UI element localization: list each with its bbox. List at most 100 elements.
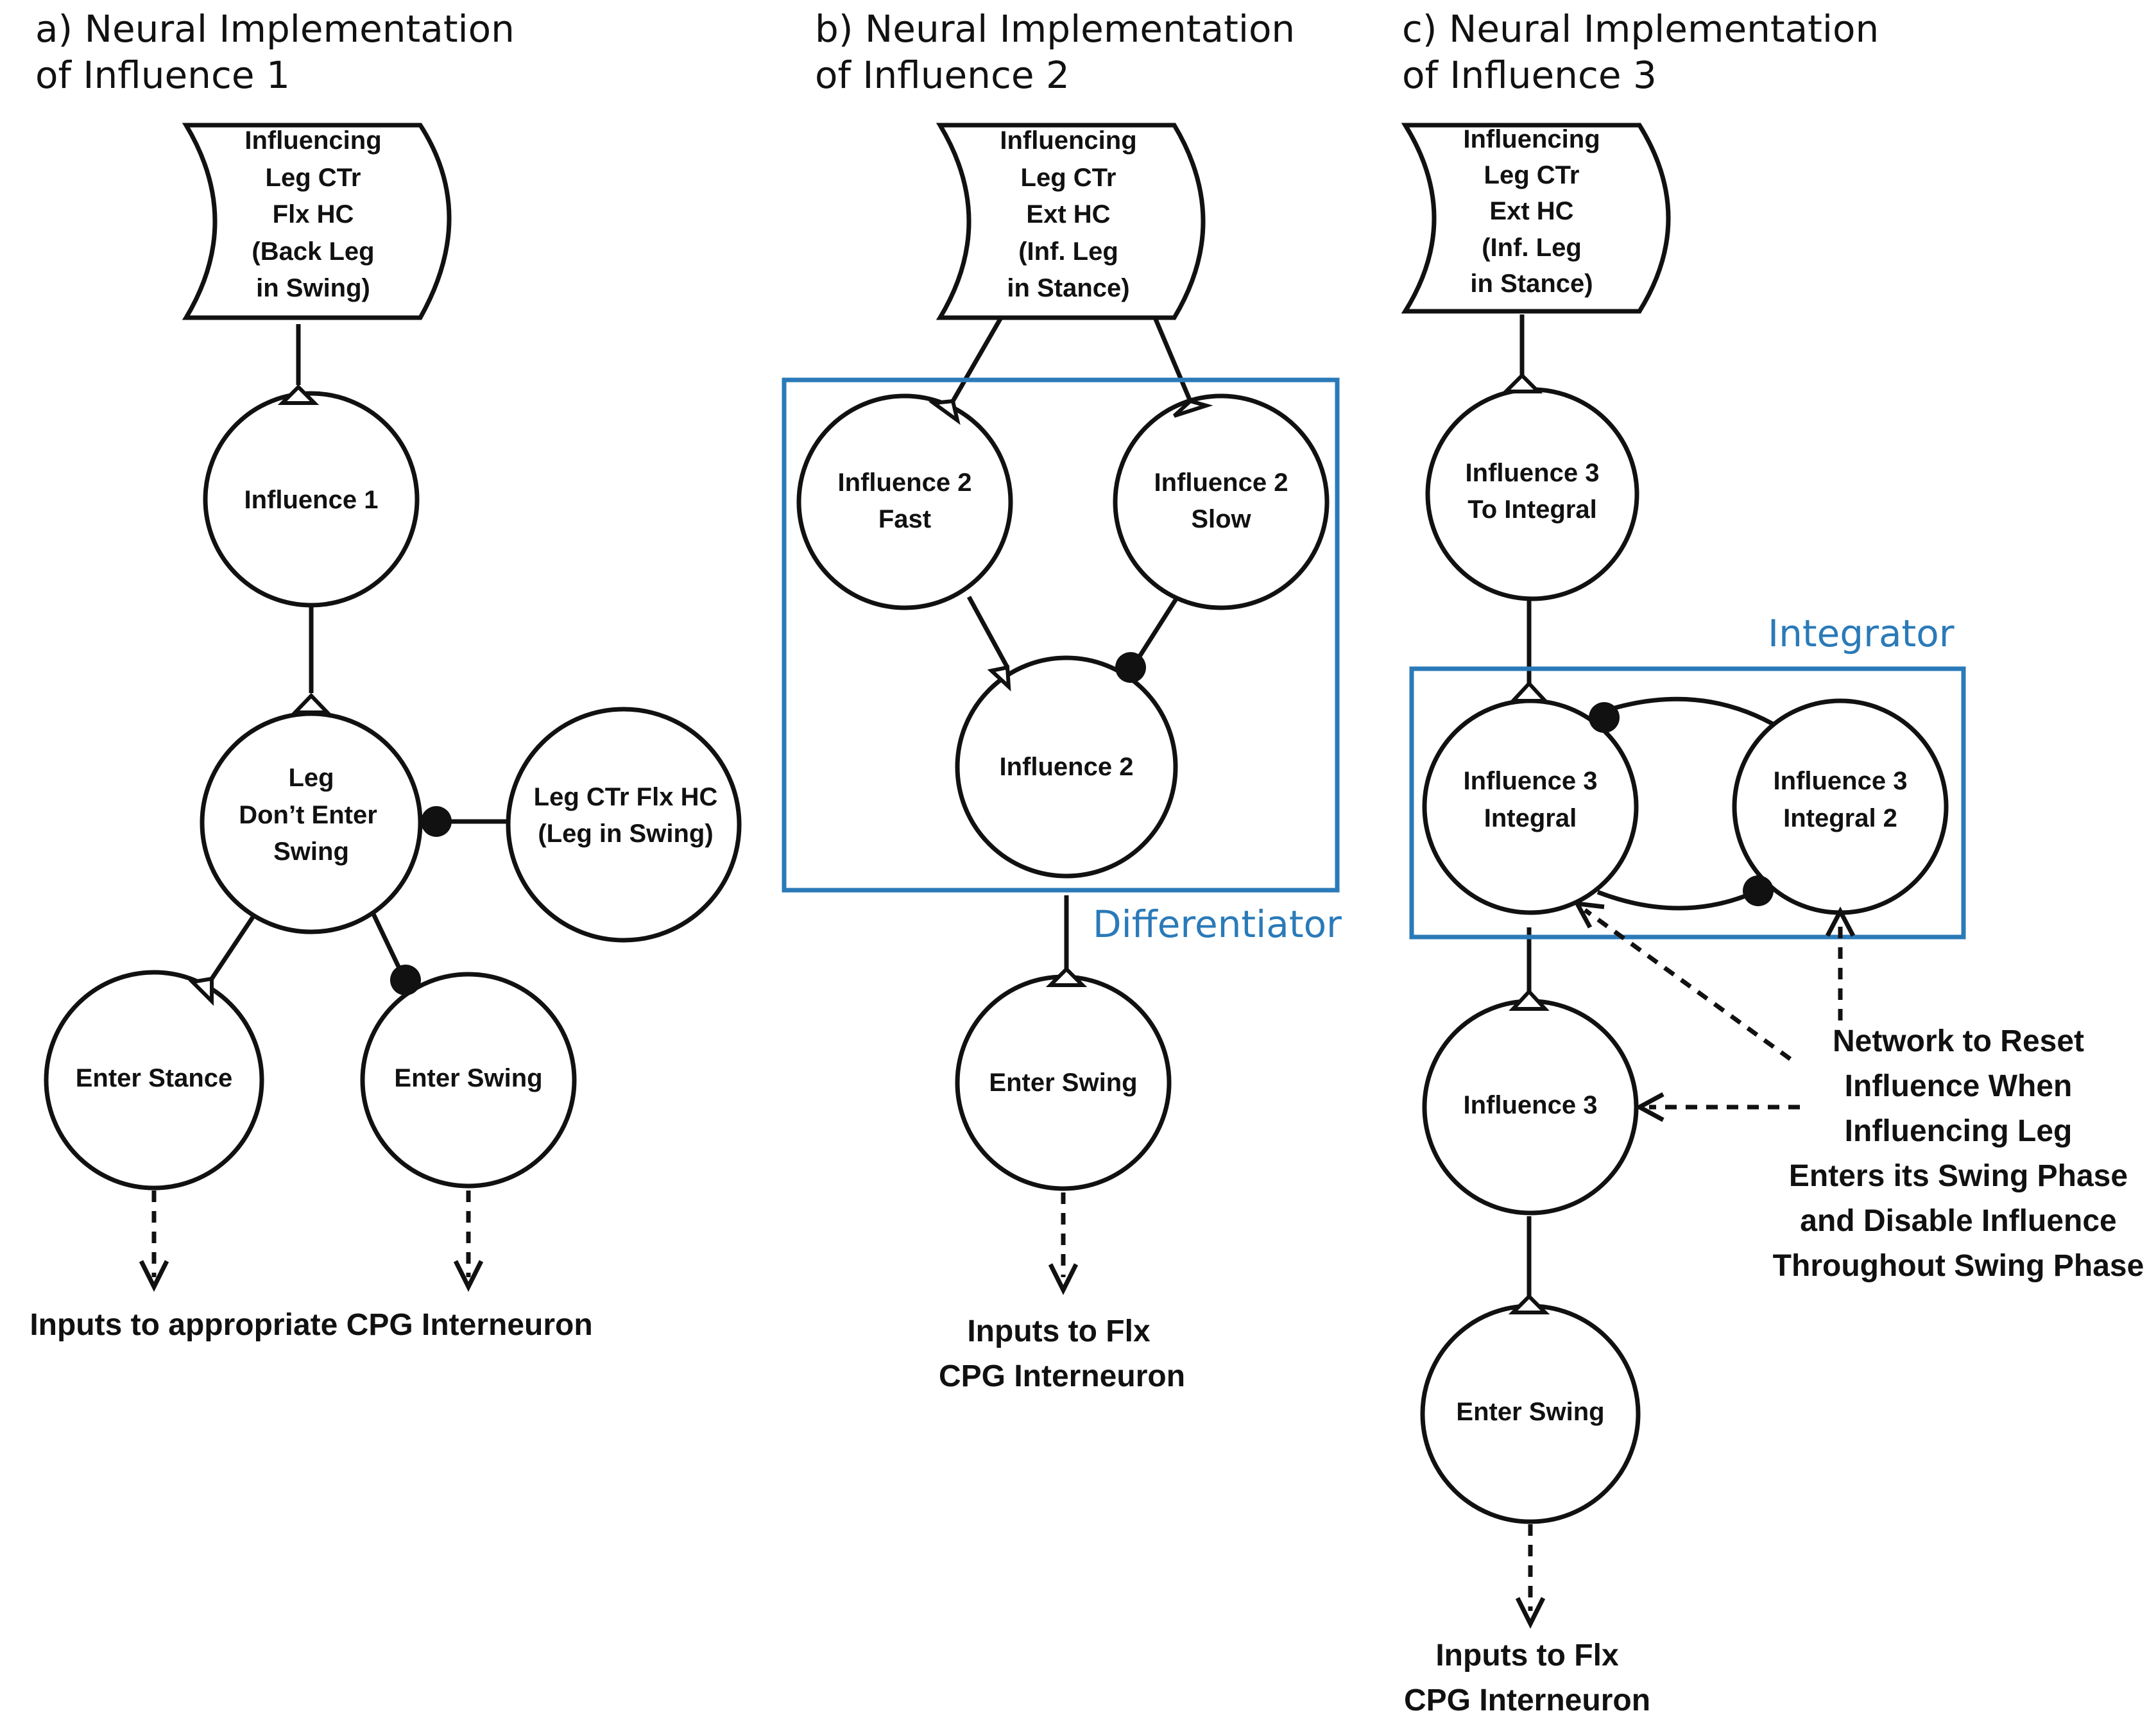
svg-text:Influencing Leg: Influencing Leg: [1845, 1114, 2073, 1148]
svg-text:Network to Reset: Network to Reset: [1833, 1024, 2084, 1058]
svg-text:Leg CTr: Leg CTr: [1484, 161, 1580, 189]
node-b-influence2-fast: [796, 393, 1013, 610]
differentiator-box: [782, 377, 1340, 893]
node-c-influence3-integral-label: Influence 3 Integral: [1464, 767, 1598, 832]
synapse-b-excitatory-enter-swing: [1045, 966, 1088, 987]
output-a-label: Inputs to appropriate CPG Interneuron: [30, 1308, 592, 1342]
arrowhead-b-output: [1048, 1263, 1079, 1295]
svg-text:Don’t Enter: Don’t Enter: [239, 801, 377, 829]
svg-text:Ext HC: Ext HC: [1489, 197, 1573, 225]
svg-text:Swing: Swing: [273, 838, 349, 866]
svg-text:Leg CTr: Leg CTr: [1021, 164, 1116, 192]
synapse-a-inhibitory-swing: [390, 965, 421, 995]
node-b-influence2-slow-label: Influence 2 Slow: [1154, 469, 1288, 533]
title-c-line2: of Influence 3: [1402, 53, 1657, 97]
node-c-influence3-label: Influence 3: [1464, 1091, 1598, 1119]
node-a-influence1: [203, 391, 420, 608]
arrow-c-reset-to-integral: [1583, 908, 1792, 1061]
node-b-influence2-label: Influence 2: [1000, 753, 1134, 781]
title-b-line2: of Influence 2: [815, 53, 1070, 97]
svg-text:Influence 2: Influence 2: [1154, 469, 1288, 497]
node-c-influence3-integral2-label: Influence 3 Integral 2: [1774, 767, 1908, 832]
synapse-a-inhibitory-dontenter: [421, 806, 452, 837]
arrowhead-a-swing-output: [453, 1260, 484, 1292]
title-a-line1: a) Neural Implementation: [35, 7, 515, 51]
title-c-line1: c) Neural Implementation: [1402, 7, 1879, 51]
node-b-influence2-fast-label: Influence 2 Fast: [838, 469, 972, 533]
svg-text:Leg CTr Flx HC: Leg CTr Flx HC: [534, 783, 718, 811]
integrator-box: [1409, 666, 1966, 940]
synapse-c-inhibitory-integral2: [1743, 875, 1774, 906]
svg-text:Integral 2: Integral 2: [1783, 804, 1897, 832]
arrowhead-c-reset-to-integral2: [1825, 906, 1856, 937]
node-a-leg-ctr-flx-hc-label: Leg CTr Flx HC (Leg in Swing): [534, 783, 718, 848]
edge-b-source-to-slow: [1152, 316, 1193, 402]
svg-text:in Stance): in Stance): [1470, 270, 1593, 298]
node-a-leg-ctr-flx-hc: [506, 707, 742, 943]
synapse-c-excitatory-influence3: [1509, 988, 1550, 1011]
edge-a-dontenter-to-stance: [210, 910, 259, 980]
source-a-label: Influencing Leg CTr Flx HC (Back Leg in …: [244, 126, 381, 302]
node-c-enter-swing-label: Enter Swing: [1456, 1398, 1604, 1426]
svg-text:Influence 3: Influence 3: [1774, 767, 1908, 795]
svg-text:CPG Interneuron: CPG Interneuron: [1404, 1683, 1650, 1717]
node-a-influence1-label: Influence 1: [244, 486, 379, 514]
svg-text:Inputs to Flx: Inputs to Flx: [967, 1314, 1151, 1348]
title-a-line2: of Influence 1: [35, 53, 290, 97]
synapse-c-excitatory-enter-swing: [1508, 1293, 1550, 1314]
synapse-b-excitatory-slow: [1172, 399, 1213, 418]
node-a-enter-stance-label: Enter Stance: [76, 1064, 233, 1092]
reset-network-note: Network to Reset Influence When Influenc…: [1773, 1024, 2144, 1283]
source-a-shape: [182, 123, 452, 320]
svg-text:Fast: Fast: [878, 505, 931, 533]
source-c-shape: [1401, 123, 1671, 314]
node-b-enter-swing-label: Enter Swing: [989, 1069, 1137, 1097]
source-c-label: Influencing Leg CTr Ext HC (Inf. Leg in …: [1463, 125, 1600, 298]
svg-text:Inputs to Flx: Inputs to Flx: [1435, 1638, 1619, 1673]
svg-text:Leg: Leg: [288, 764, 334, 792]
node-a-enter-stance: [44, 970, 264, 1191]
differentiator-label: Differentiator: [1093, 902, 1342, 946]
source-b-label: Influencing Leg CTr Ext HC (Inf. Leg in …: [1000, 126, 1136, 302]
node-a-enter-swing-label: Enter Swing: [394, 1064, 542, 1092]
integrator-label: Integrator: [1768, 612, 1955, 655]
svg-text:Influencing: Influencing: [1000, 126, 1136, 155]
node-b-influence2: [955, 655, 1178, 879]
synapse-b-inhibitory-inf2: [1115, 652, 1146, 683]
arrowhead-c-reset-to-integral: [1573, 900, 1605, 929]
svg-text:CPG Interneuron: CPG Interneuron: [939, 1359, 1185, 1393]
node-c-influence3-to-integral-label: Influence 3 To Integral: [1466, 459, 1600, 524]
synapse-a-excitatory-influence1: [277, 384, 320, 405]
output-b-label: Inputs to Flx CPG Interneuron: [939, 1314, 1185, 1393]
svg-text:Flx HC: Flx HC: [273, 200, 354, 228]
edge-c-integral2-to-integral: [1596, 890, 1756, 911]
edge-b-source-to-fast: [950, 316, 1004, 402]
synapse-b-excitatory-fast: [928, 399, 961, 426]
synapse-b-excitatory-inf2: [987, 665, 1011, 692]
synapse-c-excitatory-tointegral: [1501, 372, 1543, 393]
node-c-influence3-to-integral: [1425, 387, 1639, 601]
svg-text:Integral: Integral: [1484, 804, 1577, 832]
edge-c-integral-to-integral2: [1603, 696, 1782, 731]
svg-text:and Disable Influence: and Disable Influence: [1800, 1204, 2116, 1238]
svg-text:Influence 3: Influence 3: [1464, 767, 1598, 795]
svg-text:Throughout Swing Phase: Throughout Swing Phase: [1773, 1249, 2144, 1283]
svg-text:Influence 2: Influence 2: [838, 469, 972, 497]
svg-text:in Swing): in Swing): [256, 274, 370, 302]
output-c-label: Inputs to Flx CPG Interneuron: [1404, 1638, 1650, 1717]
svg-text:To Integral: To Integral: [1467, 495, 1596, 524]
source-b-shape: [936, 123, 1206, 320]
svg-text:Influence When: Influence When: [1845, 1069, 2073, 1103]
arrowhead-c-output: [1515, 1597, 1546, 1629]
svg-text:Ext HC: Ext HC: [1026, 200, 1110, 228]
arrowhead-c-reset-to-influence3: [1634, 1092, 1664, 1122]
svg-text:Influencing: Influencing: [1463, 125, 1600, 153]
svg-text:Leg CTr: Leg CTr: [266, 164, 361, 192]
edge-b-fast-to-inf2: [966, 596, 1010, 669]
svg-text:Slow: Slow: [1191, 505, 1251, 533]
synapse-c-excitatory-integral: [1509, 680, 1550, 703]
svg-text:(Leg in Swing): (Leg in Swing): [538, 820, 713, 848]
node-a-dont-enter-swing-label: Leg Don’t Enter Swing: [239, 764, 377, 866]
svg-text:(Inf. Leg: (Inf. Leg: [1018, 237, 1118, 266]
